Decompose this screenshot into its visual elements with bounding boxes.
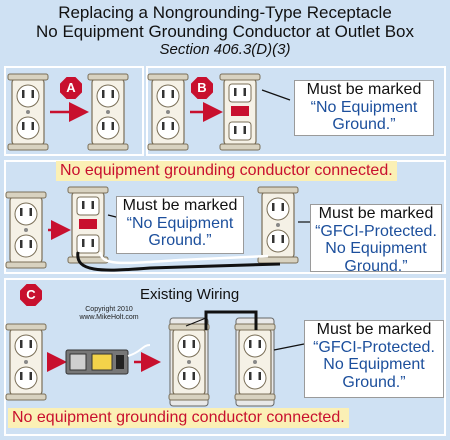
callout-b-heading: Must be marked <box>306 81 422 98</box>
callout-mid-left-heading: Must be marked <box>122 197 238 214</box>
existing-wiring-label: Existing Wiring <box>140 286 240 303</box>
receptacle-c-left <box>168 323 210 401</box>
gfci-receptacle-mid <box>67 186 109 264</box>
title-line-2: No Equipment Grounding Conductor at Outl… <box>36 22 414 41</box>
callout-c-text: “GFCI-Protected. No Equipment Ground.” <box>313 338 435 391</box>
old-receptacle <box>7 73 49 151</box>
copyright-line-1: Copyright 2010 <box>85 306 133 313</box>
panel-a <box>4 66 144 156</box>
old-receptacle-b <box>147 73 189 151</box>
downstream-receptacle-mid <box>257 186 299 264</box>
title-line-1: Replacing a Nongrounding-Type Receptacle <box>58 3 392 22</box>
callout-b: Must be marked “No Equipment Ground.” <box>294 80 434 136</box>
warning-bottom: No equipment grounding conductor connect… <box>8 408 349 428</box>
new-nongrounding-receptacle <box>87 73 129 151</box>
callout-b-text: “No Equipment Ground.” <box>310 98 418 134</box>
old-receptacle-c <box>5 323 47 401</box>
old-receptacle-mid <box>5 191 47 269</box>
copyright-notice: Copyright 2010 www.MikeHolt.com <box>72 306 146 322</box>
callout-c: Must be marked “GFCI-Protected. No Equip… <box>304 320 444 398</box>
step-a-badge: A <box>60 77 82 99</box>
callout-mid-left: Must be marked “No Equipment Ground.” <box>116 196 244 254</box>
callout-mid-right: Must be marked “GFCI-Protected. No Equip… <box>310 204 442 275</box>
leader-existing-wiring <box>185 317 207 327</box>
leader-c <box>273 343 305 351</box>
code-section: Section 406.3(D)(3) <box>159 41 291 58</box>
callout-c-heading: Must be marked <box>316 321 432 338</box>
step-c-badge: C <box>20 284 42 306</box>
leader-b <box>261 89 291 101</box>
receptacle-c-right <box>234 323 276 401</box>
callout-mid-right-heading: Must be marked <box>318 205 434 222</box>
panel-c <box>4 278 446 436</box>
callout-mid-right-text: “GFCI-Protected. No Equipment Ground.” <box>315 222 437 275</box>
wire-black-mid <box>76 251 281 272</box>
existing-wiring-path <box>204 310 258 330</box>
gfci-breaker <box>65 349 129 375</box>
breaker-pigtail <box>127 344 151 357</box>
warning-top: No equipment grounding conductor connect… <box>56 161 397 181</box>
copyright-url: www.MikeHolt.com <box>79 314 139 322</box>
callout-mid-left-text: “No Equipment Ground.” <box>126 214 234 250</box>
panel-b <box>146 66 446 156</box>
gfci-receptacle-b <box>219 73 261 151</box>
wire-white-mid <box>98 251 269 265</box>
step-b-badge: B <box>191 77 213 99</box>
